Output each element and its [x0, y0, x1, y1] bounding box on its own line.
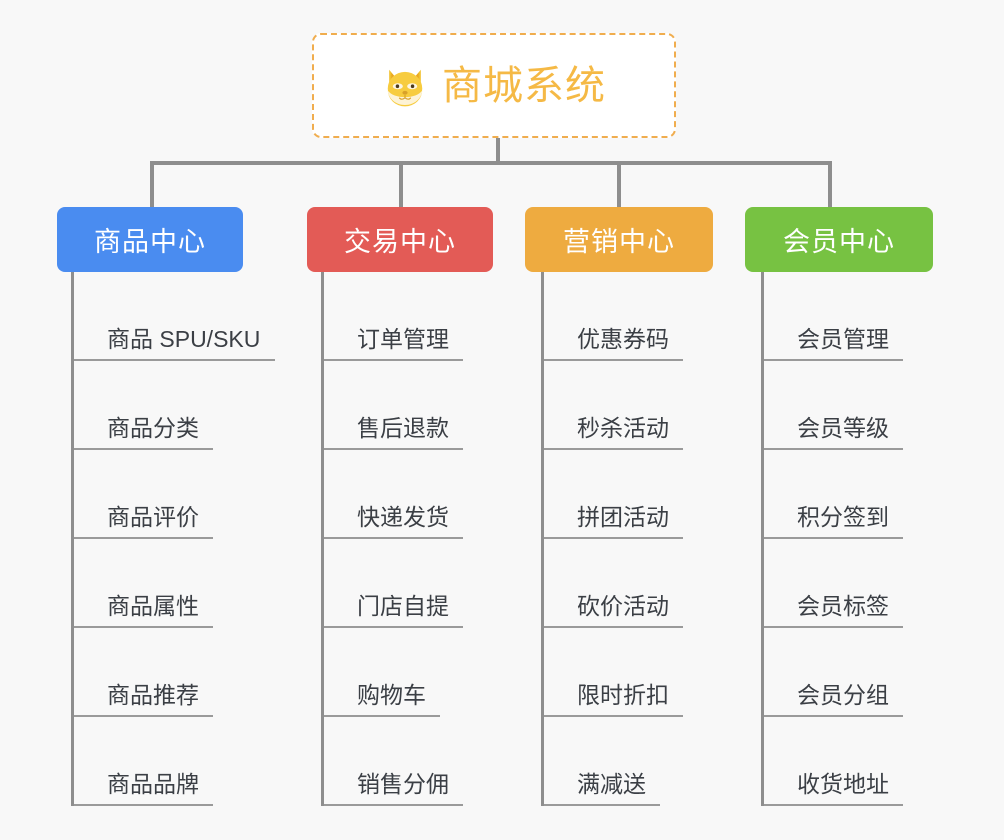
leaf-item-underline	[324, 804, 463, 806]
leaf-item[interactable]: 满减送	[544, 717, 660, 806]
category-header-marketing-center[interactable]: 营销中心	[525, 207, 713, 272]
leaf-item[interactable]: 购物车	[324, 628, 440, 717]
leaf-item-underline	[74, 448, 213, 450]
leaf-item-underline	[544, 626, 683, 628]
leaf-item-label: 拼团活动	[577, 503, 669, 530]
leaf-item-label: 商品评价	[107, 503, 199, 530]
leaf-item-underline	[324, 626, 463, 628]
leaf-item-underline	[324, 715, 440, 717]
leaf-item-underline	[324, 448, 463, 450]
root-title: 商城系统	[442, 63, 606, 108]
connector-column-spine	[71, 272, 74, 806]
leaf-item-label: 商品属性	[107, 592, 199, 619]
connector-drop-4	[828, 161, 832, 208]
leaf-item[interactable]: 限时折扣	[544, 628, 683, 717]
leaf-item-label: 满减送	[577, 770, 646, 797]
leaf-item[interactable]: 收货地址	[764, 717, 903, 806]
leaf-item-label: 商品推荐	[107, 681, 199, 708]
category-header-label: 营销中心	[563, 227, 675, 257]
leaf-item-label: 快递发货	[357, 503, 449, 530]
leaf-item[interactable]: 拼团活动	[544, 450, 683, 539]
category-header-product-center[interactable]: 商品中心	[57, 207, 243, 272]
leaf-item-underline	[74, 359, 275, 361]
leaf-item-underline	[764, 537, 903, 539]
leaf-item-underline	[764, 626, 903, 628]
category-header-label: 交易中心	[344, 227, 456, 257]
connector-horizontal-bus	[150, 161, 832, 165]
leaf-item-underline	[764, 448, 903, 450]
connector-root-stem	[496, 138, 500, 164]
leaf-item[interactable]: 订单管理	[324, 272, 463, 361]
leaf-item[interactable]: 快递发货	[324, 450, 463, 539]
leaf-item-label: 优惠券码	[577, 325, 669, 352]
leaf-item-label: 商品分类	[107, 414, 199, 441]
connector-drop-3	[617, 161, 621, 208]
leaf-item[interactable]: 商品属性	[74, 539, 213, 628]
leaf-item[interactable]: 商品品牌	[74, 717, 213, 806]
root-node-mall-system[interactable]: 商城系统	[312, 33, 676, 138]
connector-column-spine	[321, 272, 324, 806]
connector-drop-1	[150, 161, 154, 208]
leaf-item-underline	[764, 359, 903, 361]
leaf-item-label: 会员管理	[797, 325, 889, 352]
leaf-item-label: 秒杀活动	[577, 414, 669, 441]
leaf-item[interactable]: 积分签到	[764, 450, 903, 539]
shiba-dog-face-icon	[382, 64, 428, 110]
leaf-item[interactable]: 优惠券码	[544, 272, 683, 361]
leaf-item-label: 限时折扣	[577, 681, 669, 708]
category-header-member-center[interactable]: 会员中心	[745, 207, 933, 272]
leaf-item-label: 商品品牌	[107, 770, 199, 797]
leaf-item-label: 收货地址	[797, 770, 889, 797]
leaf-item[interactable]: 销售分佣	[324, 717, 463, 806]
leaf-item[interactable]: 售后退款	[324, 361, 463, 450]
leaf-item-label: 售后退款	[357, 414, 449, 441]
leaf-item-underline	[764, 804, 903, 806]
leaf-item[interactable]: 会员标签	[764, 539, 903, 628]
leaf-item-underline	[544, 715, 683, 717]
leaf-item-label: 砍价活动	[577, 592, 669, 619]
leaf-item[interactable]: 会员分组	[764, 628, 903, 717]
leaf-item[interactable]: 商品分类	[74, 361, 213, 450]
leaf-item-label: 销售分佣	[357, 770, 449, 797]
leaf-item-underline	[544, 804, 660, 806]
leaf-item-label: 门店自提	[357, 592, 449, 619]
category-header-trade-center[interactable]: 交易中心	[307, 207, 493, 272]
leaf-item-underline	[324, 537, 463, 539]
leaf-item-label: 会员分组	[797, 681, 889, 708]
connector-drop-2	[399, 161, 403, 208]
leaf-item-underline	[544, 359, 683, 361]
leaf-item-label: 购物车	[357, 681, 426, 708]
leaf-item[interactable]: 商品 SPU/SKU	[74, 272, 275, 361]
leaf-item-underline	[74, 626, 213, 628]
leaf-item[interactable]: 秒杀活动	[544, 361, 683, 450]
leaf-item-underline	[544, 537, 683, 539]
leaf-item-underline	[74, 537, 213, 539]
leaf-item[interactable]: 商品评价	[74, 450, 213, 539]
category-header-label: 会员中心	[783, 227, 895, 257]
leaf-item-label: 订单管理	[357, 325, 449, 352]
leaf-item-underline	[544, 448, 683, 450]
leaf-item-label: 会员等级	[797, 414, 889, 441]
connector-column-spine	[541, 272, 544, 806]
leaf-item[interactable]: 会员管理	[764, 272, 903, 361]
leaf-item[interactable]: 会员等级	[764, 361, 903, 450]
leaf-item[interactable]: 商品推荐	[74, 628, 213, 717]
leaf-item-underline	[74, 715, 213, 717]
leaf-item-label: 积分签到	[797, 503, 889, 530]
leaf-item-label: 商品 SPU/SKU	[107, 325, 261, 352]
leaf-item-underline	[74, 804, 213, 806]
connector-column-spine	[761, 272, 764, 806]
leaf-item[interactable]: 门店自提	[324, 539, 463, 628]
category-header-label: 商品中心	[94, 227, 206, 257]
leaf-item-underline	[764, 715, 903, 717]
leaf-item[interactable]: 砍价活动	[544, 539, 683, 628]
leaf-item-label: 会员标签	[797, 592, 889, 619]
leaf-item-underline	[324, 359, 463, 361]
